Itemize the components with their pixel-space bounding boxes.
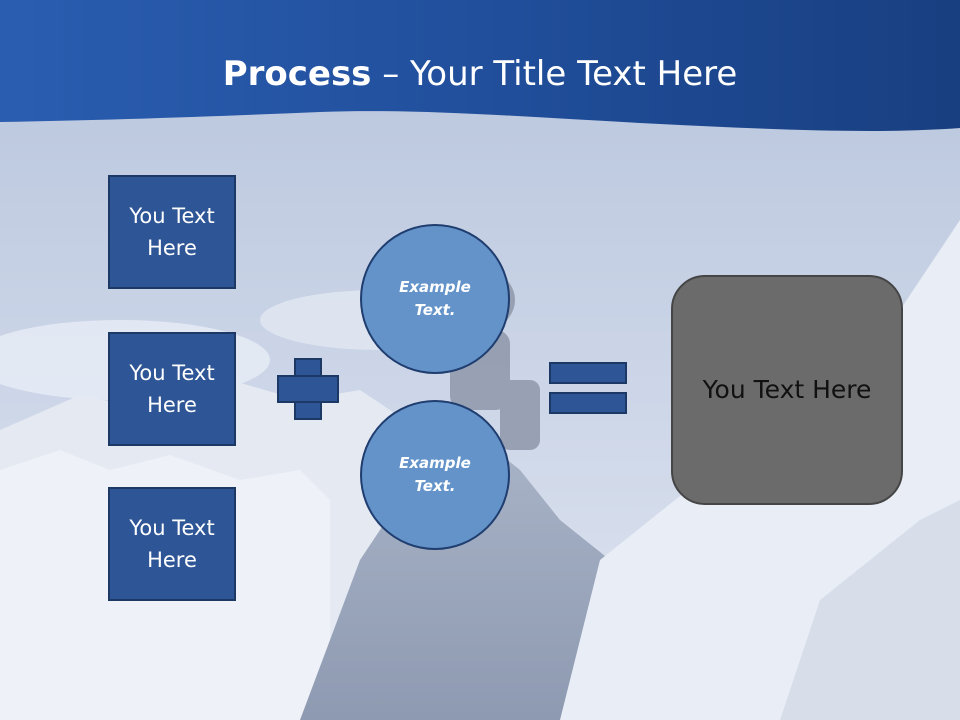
title-rest: – Your Title Text Here	[371, 54, 738, 94]
equals-bottom-bar	[549, 392, 627, 414]
plus-center	[296, 377, 320, 401]
text-box-2[interactable]: You Text Here	[108, 332, 236, 446]
example-circle-2[interactable]: Example Text.	[360, 400, 510, 550]
example-circle-1[interactable]: Example Text.	[360, 224, 510, 374]
text-box-1[interactable]: You Text Here	[108, 175, 236, 289]
equals-top-bar	[549, 362, 627, 384]
page-title: Process – Your Title Text Here	[0, 52, 960, 96]
result-box[interactable]: You Text Here	[671, 275, 903, 505]
text-box-3[interactable]: You Text Here	[108, 487, 236, 601]
title-bold: Process	[222, 54, 372, 94]
